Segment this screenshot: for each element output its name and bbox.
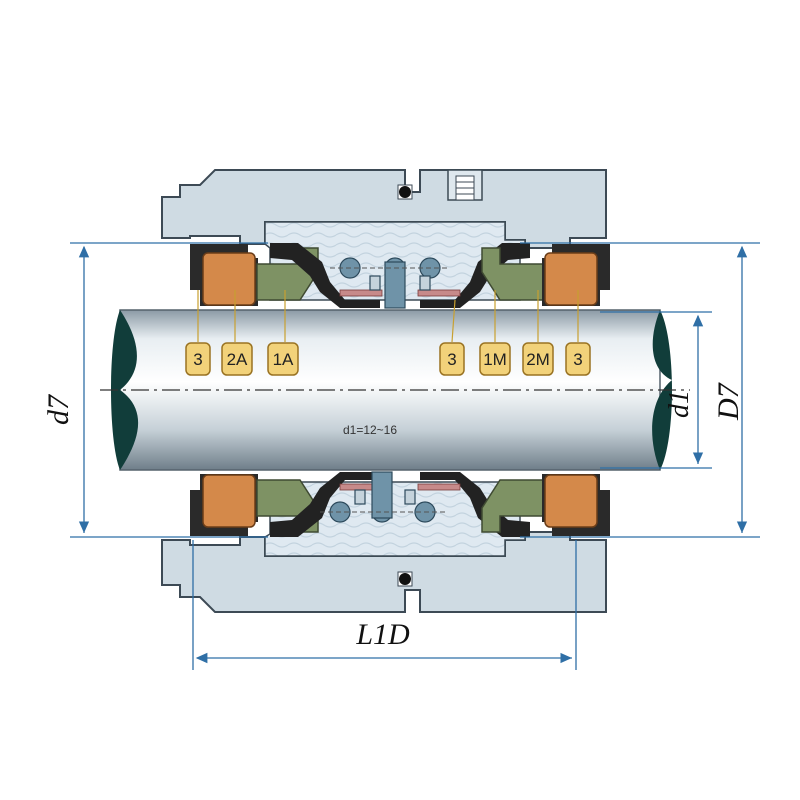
d1-label: d1 — [664, 390, 695, 418]
housing-bottom — [161, 481, 607, 613]
seat-ring-left-bottom — [202, 474, 256, 528]
part-tag-label: 3 — [447, 350, 456, 369]
part-tag-label: 2M — [526, 350, 550, 369]
part-tag-left_tags-1: 2A — [221, 342, 253, 376]
part-tag-right_tags-2: 2M — [522, 342, 554, 376]
seat-ring-right-bottom — [544, 474, 598, 528]
part-tag-label: 3 — [573, 350, 582, 369]
o-ring-top — [399, 186, 411, 198]
bellows-right-top — [420, 243, 530, 308]
d7-label: d7 — [42, 393, 75, 425]
tag-leader-lines — [197, 290, 579, 343]
rotating-face-right-bottom — [481, 479, 544, 533]
seat-ring-right-top — [544, 252, 598, 306]
rotating-face-right-top — [481, 247, 544, 301]
part-tag-left_tags-2: 1A — [267, 342, 299, 376]
bellows-left-bottom — [270, 472, 380, 537]
part-tag-right_tags-0: 3 — [439, 342, 465, 376]
part-tag-right_tags-3: 3 — [565, 342, 591, 376]
part-tag-right_tags-1: 1M — [479, 342, 511, 376]
bellows-left-top — [270, 243, 380, 308]
part-tags: 3 2A 1A 3 1M 2M 3 — [185, 342, 591, 376]
D7-label: D7 — [712, 381, 745, 421]
seal-components-bottom — [190, 471, 610, 537]
seal-components-top — [190, 243, 610, 309]
o-ring-bottom — [399, 573, 411, 585]
shaft-break-left — [111, 310, 139, 470]
shaft: d1=12~16 — [100, 309, 690, 471]
part-tag-label: 3 — [193, 350, 202, 369]
seat-ring-left-top — [202, 252, 256, 306]
part-tag-label: 1A — [273, 350, 294, 369]
part-tag-label: 1M — [483, 350, 507, 369]
shaft-break-right — [652, 310, 672, 470]
L1D-label: L1D — [355, 618, 410, 651]
shaft-size-note: d1=12~16 — [343, 423, 397, 437]
part-tag-left_tags-0: 3 — [185, 342, 211, 376]
part-tag-label: 2A — [227, 350, 248, 369]
bellows-right-bottom — [420, 472, 530, 537]
dimensions — [70, 242, 760, 670]
